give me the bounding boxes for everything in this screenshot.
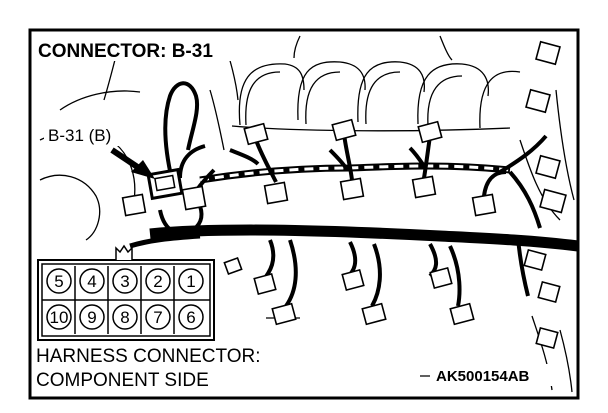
- footer-line-1: HARNESS CONNECTOR:: [36, 346, 261, 367]
- diagram-title: CONNECTOR: B-31: [38, 41, 213, 62]
- callout-arrow: [110, 147, 155, 179]
- title-panel: [33, 33, 263, 61]
- pin-label: 6: [186, 308, 195, 327]
- pin-label: 4: [87, 272, 96, 291]
- connector-b31-drawing: [146, 167, 184, 201]
- pin-label: 3: [120, 272, 129, 291]
- pin-label: 7: [153, 308, 162, 327]
- connector-face: 5 4 3 2 1 10 9 8 7 6: [37, 244, 215, 341]
- callout-panel: [44, 122, 142, 146]
- code-panel: [430, 364, 564, 386]
- callout-label: B-31 (B): [48, 126, 111, 145]
- pin-label: 2: [153, 272, 162, 291]
- main-harness: [149, 224, 579, 252]
- pin-label: 1: [186, 272, 195, 291]
- footer-line-2: COMPONENT SIDE: [36, 370, 209, 391]
- pin-label: 9: [87, 308, 96, 327]
- wire-bundle: [158, 81, 548, 308]
- harness-branch: [129, 233, 201, 249]
- pin-label: 5: [54, 272, 63, 291]
- pin-label: 10: [50, 308, 69, 327]
- figure-code: AK500154AB: [436, 368, 530, 385]
- harness-connectors: [121, 40, 567, 350]
- pin-label: 8: [120, 308, 129, 327]
- footer-panel: [33, 342, 333, 396]
